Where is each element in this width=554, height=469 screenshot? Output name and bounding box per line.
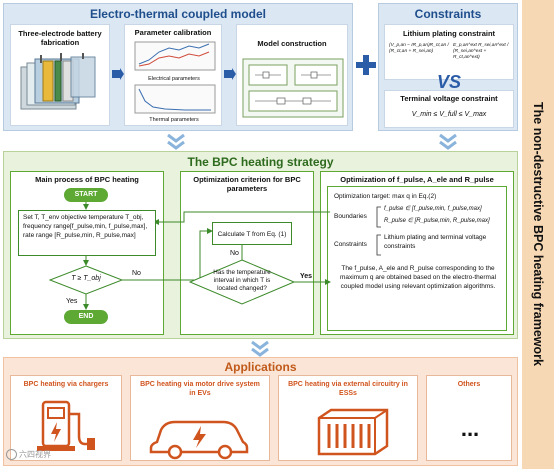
application-ess-card: BPC heating via external circuitry in ES…	[278, 375, 418, 461]
strategy-panel: The BPC heating strategy Main process of…	[3, 151, 518, 339]
application-ev-label: BPC heating via motor drive system in EV…	[140, 381, 260, 398]
no-label-left: No	[132, 270, 141, 277]
terminal-voltage-title: Terminal voltage constraint	[400, 94, 498, 103]
start-node: START	[64, 188, 108, 202]
chevron-down-icon	[167, 133, 185, 150]
flowchart-connectors	[48, 202, 331, 310]
application-others-label: Others	[457, 381, 481, 388]
battery-fabrication-title: Three-electrode battery fabrication	[18, 29, 102, 48]
terminal-voltage-card: Terminal voltage constraint V_min ≤ V_fu…	[384, 90, 514, 128]
model-schematic-diagram	[242, 58, 344, 118]
electrical-parameters-label: Electrical parameters	[148, 76, 200, 82]
boundaries-label: Boundaries	[334, 213, 367, 220]
application-ev-card: BPC heating via motor drive system in EV…	[130, 375, 270, 461]
optimization-inner: Optimization target: max q in Eq.(2) Bou…	[327, 186, 507, 331]
application-chargers-card: BPC heating via chargers	[10, 375, 122, 461]
lithium-plating-title: Lithium plating constraint	[402, 29, 496, 38]
strategy-title: The BPC heating strategy	[187, 155, 334, 169]
boundary-frequency: f_pulse ∈ [f_pulse,min, f_pulse,max]	[384, 206, 482, 212]
ellipsis-icon: ...	[460, 416, 480, 441]
main-process-title: Main process of BPC heating	[35, 175, 139, 184]
decision-diamond-interval	[188, 259, 296, 305]
framework-sidebar: The non-destructive BPC heating framewor…	[522, 0, 554, 469]
thermal-parameters-label: Thermal parameters	[149, 117, 199, 123]
chevron-down-icon	[439, 133, 457, 150]
boundary-rate: R_pulse ∈ [R_pulse,min, R_pulse,max]	[384, 218, 490, 224]
constraints-title: Constraints	[414, 7, 482, 21]
applications-title: Applications	[224, 360, 297, 374]
watermark: 六四视界	[6, 449, 51, 460]
model-construction-title: Model construction	[257, 39, 327, 48]
thermal-parameters-chart	[134, 84, 216, 114]
lithium-plating-lhs: (V_p,an − IR_p,an)R_ct,an / (R_ct,an + R…	[389, 43, 449, 55]
arrow-right-icon	[224, 68, 236, 80]
optimization-target: Optimization target: max q in Eq.(2)	[334, 193, 437, 200]
no-label-mid: No	[230, 250, 239, 257]
vs-label: VS	[436, 72, 461, 92]
criterion-title: Optimization criterion for BPC parameter…	[193, 175, 301, 194]
watermark-logo-icon	[6, 449, 17, 460]
car-icon	[149, 420, 249, 460]
terminal-voltage-equation: V_min ≤ V_full ≤ V_max	[411, 111, 487, 118]
optimization-box: Optimization of f_pulse, A_ele and R_pul…	[320, 171, 514, 335]
plus-icon	[356, 55, 376, 75]
chevron-down-icon	[251, 340, 269, 357]
arrow-right-icon	[112, 68, 124, 80]
constraints-panel: Constraints Lithium plating constraint (…	[378, 3, 518, 131]
decision-temperature-label: T ≥ T_obj	[71, 275, 101, 282]
constraints-label: Constraints	[334, 241, 367, 248]
application-ess-label: BPC heating via external circuitry in ES…	[288, 381, 408, 398]
optimization-description: The f_pulse, A_ele and R_pulse correspon…	[339, 265, 497, 290]
electrical-parameters-chart	[134, 41, 216, 71]
watermark-text: 六四视界	[19, 450, 51, 459]
model-panel: Electro-thermal coupled model Three-elec…	[3, 3, 353, 131]
charger-icon	[37, 400, 95, 451]
lithium-plating-card: Lithium plating constraint (V_p,an − IR_…	[384, 24, 514, 80]
calculate-temperature-box: Calculate T from Eq. (1)	[212, 222, 292, 245]
criterion-box: Optimization criterion for BPC parameter…	[180, 171, 314, 335]
application-chargers-label: BPC heating via chargers	[23, 381, 109, 388]
yes-label-left: Yes	[66, 298, 78, 305]
model-panel-title: Electro-thermal coupled model	[89, 7, 267, 21]
model-construction-card: Model construction	[236, 24, 348, 126]
application-others-card: Others ...	[426, 375, 512, 461]
optimization-title: Optimization of f_pulse, A_ele and R_pul…	[340, 175, 494, 184]
parameter-calibration-card: Parameter calibration Electrical paramet…	[124, 24, 222, 126]
pouch-battery-icon	[20, 53, 96, 110]
constraints-text: Lithium plating and terminal voltage con…	[384, 234, 487, 250]
container-icon	[317, 408, 389, 456]
lithium-plating-rhs: E_p,an^ext R_sei,an^ext / (R_sei,an^ext …	[453, 43, 509, 61]
parameter-calibration-title: Parameter calibration	[134, 28, 212, 37]
constraints-bracket	[376, 234, 381, 256]
end-node: END	[64, 310, 108, 324]
decision-interval-label: Has the temperature interval in which T …	[213, 269, 271, 292]
applications-panel: Applications BPC heating via chargers BP…	[3, 357, 518, 466]
battery-fabrication-card: Three-electrode battery fabrication	[10, 24, 110, 126]
framework-title: The non-destructive BPC heating framewor…	[531, 102, 545, 366]
boundaries-bracket	[376, 206, 381, 228]
set-parameters-box: Set T, T_env objective temperature T_obj…	[18, 210, 156, 256]
yes-label-mid: Yes	[300, 273, 313, 280]
